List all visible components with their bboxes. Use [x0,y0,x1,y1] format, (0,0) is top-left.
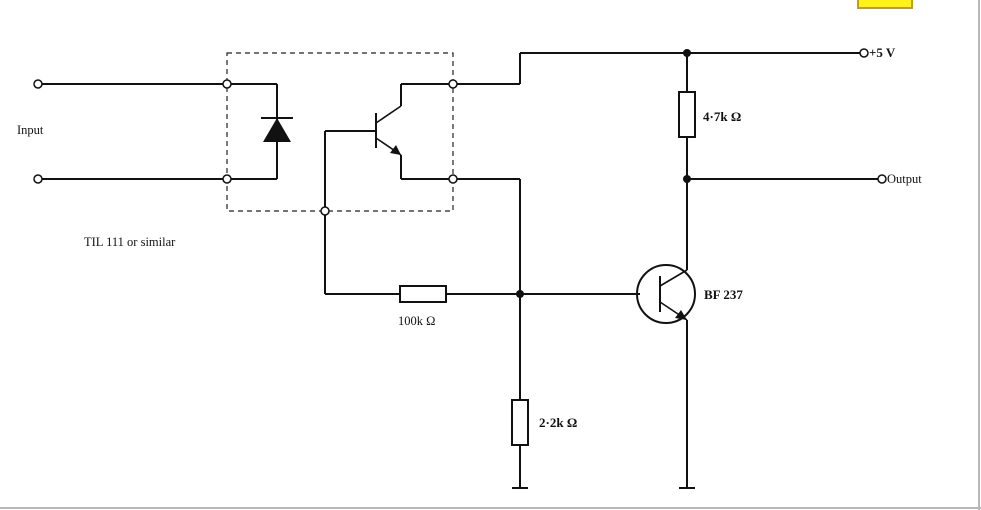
pulldown-resistor-label: 2·2k Ω [539,415,577,430]
optocoupler-label: TIL 111 or similar [84,235,176,249]
output-terminal [877,174,887,184]
output-wiring [683,175,878,183]
optocoupler-pin-1 [222,79,232,89]
feedback-resistor-icon [324,211,640,303]
load-resistor-label: 4·7k Ω [703,109,741,124]
transistor-label: BF 237 [704,287,743,302]
highlight-badge [857,0,913,9]
optocoupler-pin-2 [222,174,232,184]
emitter-wiring [453,178,524,400]
supply-rail [453,49,860,85]
optocoupler-pin-4 [448,174,458,184]
input-terminal-top [33,79,43,89]
supply-terminal [859,48,869,58]
supply-label: +5 V [869,45,896,60]
input-label: Input [17,123,44,137]
led-diode-icon [261,117,293,142]
input-terminal-bottom [33,174,43,184]
phototransistor-icon [324,83,453,211]
pulldown-resistor-icon [511,399,529,489]
optocoupler-pin-6 [320,206,330,216]
load-resistor-icon [678,53,696,270]
feedback-resistor-label: 100k Ω [398,314,435,328]
viewer-bottom-edge [0,507,981,509]
input-wiring [42,83,278,180]
optocoupler-pin-5 [448,79,458,89]
viewer-right-edge [978,0,980,510]
npn-transistor-icon [636,264,696,488]
output-label: Output [887,172,922,186]
optocoupler-package-outline [226,52,454,212]
